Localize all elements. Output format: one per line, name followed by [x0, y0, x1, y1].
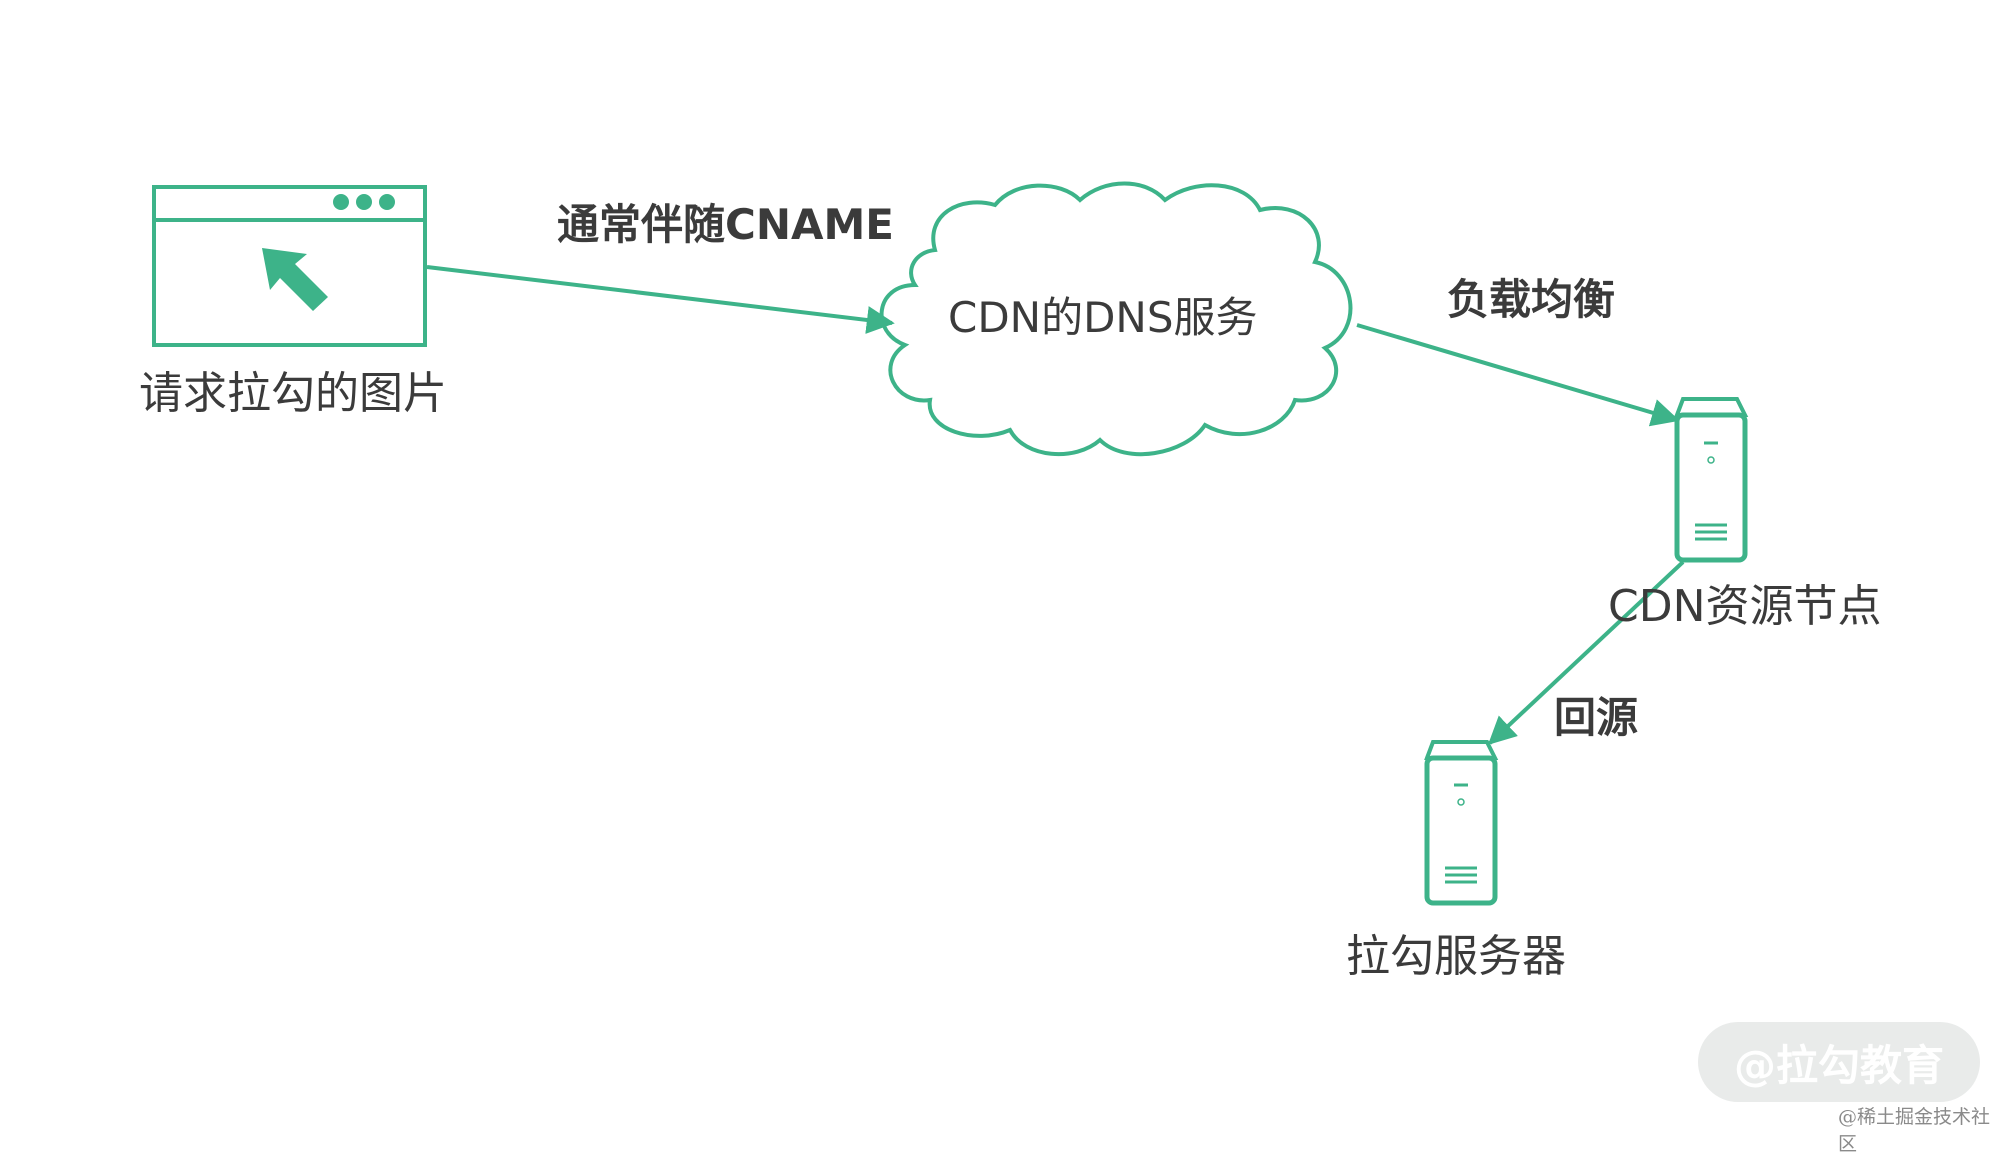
watermark-subtext: @稀土掘金技术社区 — [1838, 1106, 1991, 1155]
server-icon — [1674, 397, 1749, 563]
cloud-icon — [879, 181, 1353, 457]
dns-node-label: CDN的DNS服务 — [948, 293, 1258, 342]
window-dot-icon — [333, 194, 349, 210]
edge-arrow-dns-to-cdn-node — [1356, 323, 1680, 427]
browser-window-icon — [152, 185, 427, 347]
watermark-text: @拉勾教育 — [1733, 1040, 1944, 1090]
origin-node-label: 拉勾服务器 — [1346, 931, 1566, 982]
cursor-arrow-icon — [262, 248, 328, 311]
diagram-canvas: 请求拉勾的图片 CDN的DNS服务 CDN资源节点 拉勾服务器 通常伴随CNAM… — [139, 181, 1990, 1155]
window-dot-icon — [356, 194, 372, 210]
edge-arrow-browser-to-dns — [426, 265, 895, 334]
cdn-node-label: CDN资源节点 — [1608, 581, 1882, 632]
watermark-badge: @拉勾教育 — [1698, 1022, 1980, 1102]
browser-node-label: 请求拉勾的图片 — [139, 368, 447, 419]
edge-label-back-to-origin: 回源 — [1554, 693, 1639, 742]
edge-arrow-cdn-node-to-origin — [1487, 560, 1685, 745]
server-icon — [1424, 740, 1499, 906]
edge-label-cname: 通常伴随CNAME — [557, 200, 894, 249]
diagram-graphic — [152, 181, 1749, 906]
edge-label-load-balancing: 负载均衡 — [1447, 275, 1616, 324]
window-dot-icon — [379, 194, 395, 210]
